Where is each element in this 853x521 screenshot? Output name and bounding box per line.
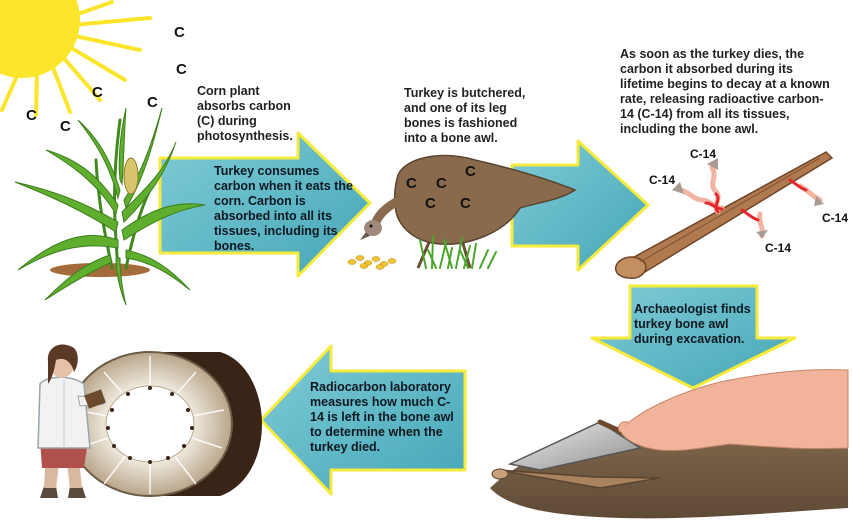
- carbon-symbol: C: [174, 24, 185, 41]
- bone-awl-icon: [614, 151, 834, 279]
- carbon-symbol: C: [176, 61, 187, 78]
- carbon-symbol: C: [92, 84, 103, 101]
- turkey-icon: [360, 154, 577, 269]
- carbon-symbol: C: [465, 163, 476, 180]
- caption-archaeologist-finds: Archaeologist finds turkey bone awl duri…: [634, 302, 751, 346]
- accelerator-drum-icon: [67, 351, 262, 497]
- arrow-turkey-to-bone: [510, 139, 650, 272]
- c14-labels: C-14 C-14 C-14 C-14: [649, 147, 848, 255]
- c14-label: C-14: [690, 147, 716, 161]
- caption-turkey-consumes: Turkey consumes carbon when it eats the …: [214, 164, 353, 253]
- turkey-carbon-letters: C C C C C: [406, 163, 476, 212]
- hand-trowel-icon: [490, 369, 849, 519]
- corn-plant-icon: [14, 107, 206, 306]
- carbon-symbol: C: [425, 195, 436, 212]
- carbon-symbol: C: [460, 195, 471, 212]
- arrow-excavation-to-lab: [259, 344, 467, 496]
- caption-turkey-butchered: Turkey is butchered, and one of its leg …: [404, 86, 526, 145]
- sun-icon: [0, 0, 152, 117]
- caption-carbon-decay: As soon as the turkey dies, the carbon i…: [620, 47, 830, 136]
- c14-label: C-14: [649, 173, 675, 187]
- c14-label: C-14: [822, 211, 848, 225]
- arrow-corn-to-turkey: [158, 131, 372, 278]
- c14-label: C-14: [765, 241, 791, 255]
- carbon-symbol: C: [26, 107, 37, 124]
- carbon-letters: C C C C C C: [26, 24, 187, 135]
- carbon-symbol: C: [406, 175, 417, 192]
- carbon-symbol: C: [436, 175, 447, 192]
- scientist-icon: [37, 344, 106, 498]
- carbon-symbol: C: [147, 94, 158, 111]
- grass-tuft: [419, 235, 497, 269]
- c14-emissions: [672, 158, 824, 239]
- caption-corn-photosynthesis: Corn plant absorbs carbon (C) during pho…: [197, 84, 293, 143]
- corn-kernels: [347, 255, 397, 270]
- arrow-bone-to-excavation: [590, 284, 797, 390]
- carbon-symbol: C: [60, 118, 71, 135]
- caption-radiocarbon-lab: Radiocarbon laboratory measures how much…: [310, 380, 454, 454]
